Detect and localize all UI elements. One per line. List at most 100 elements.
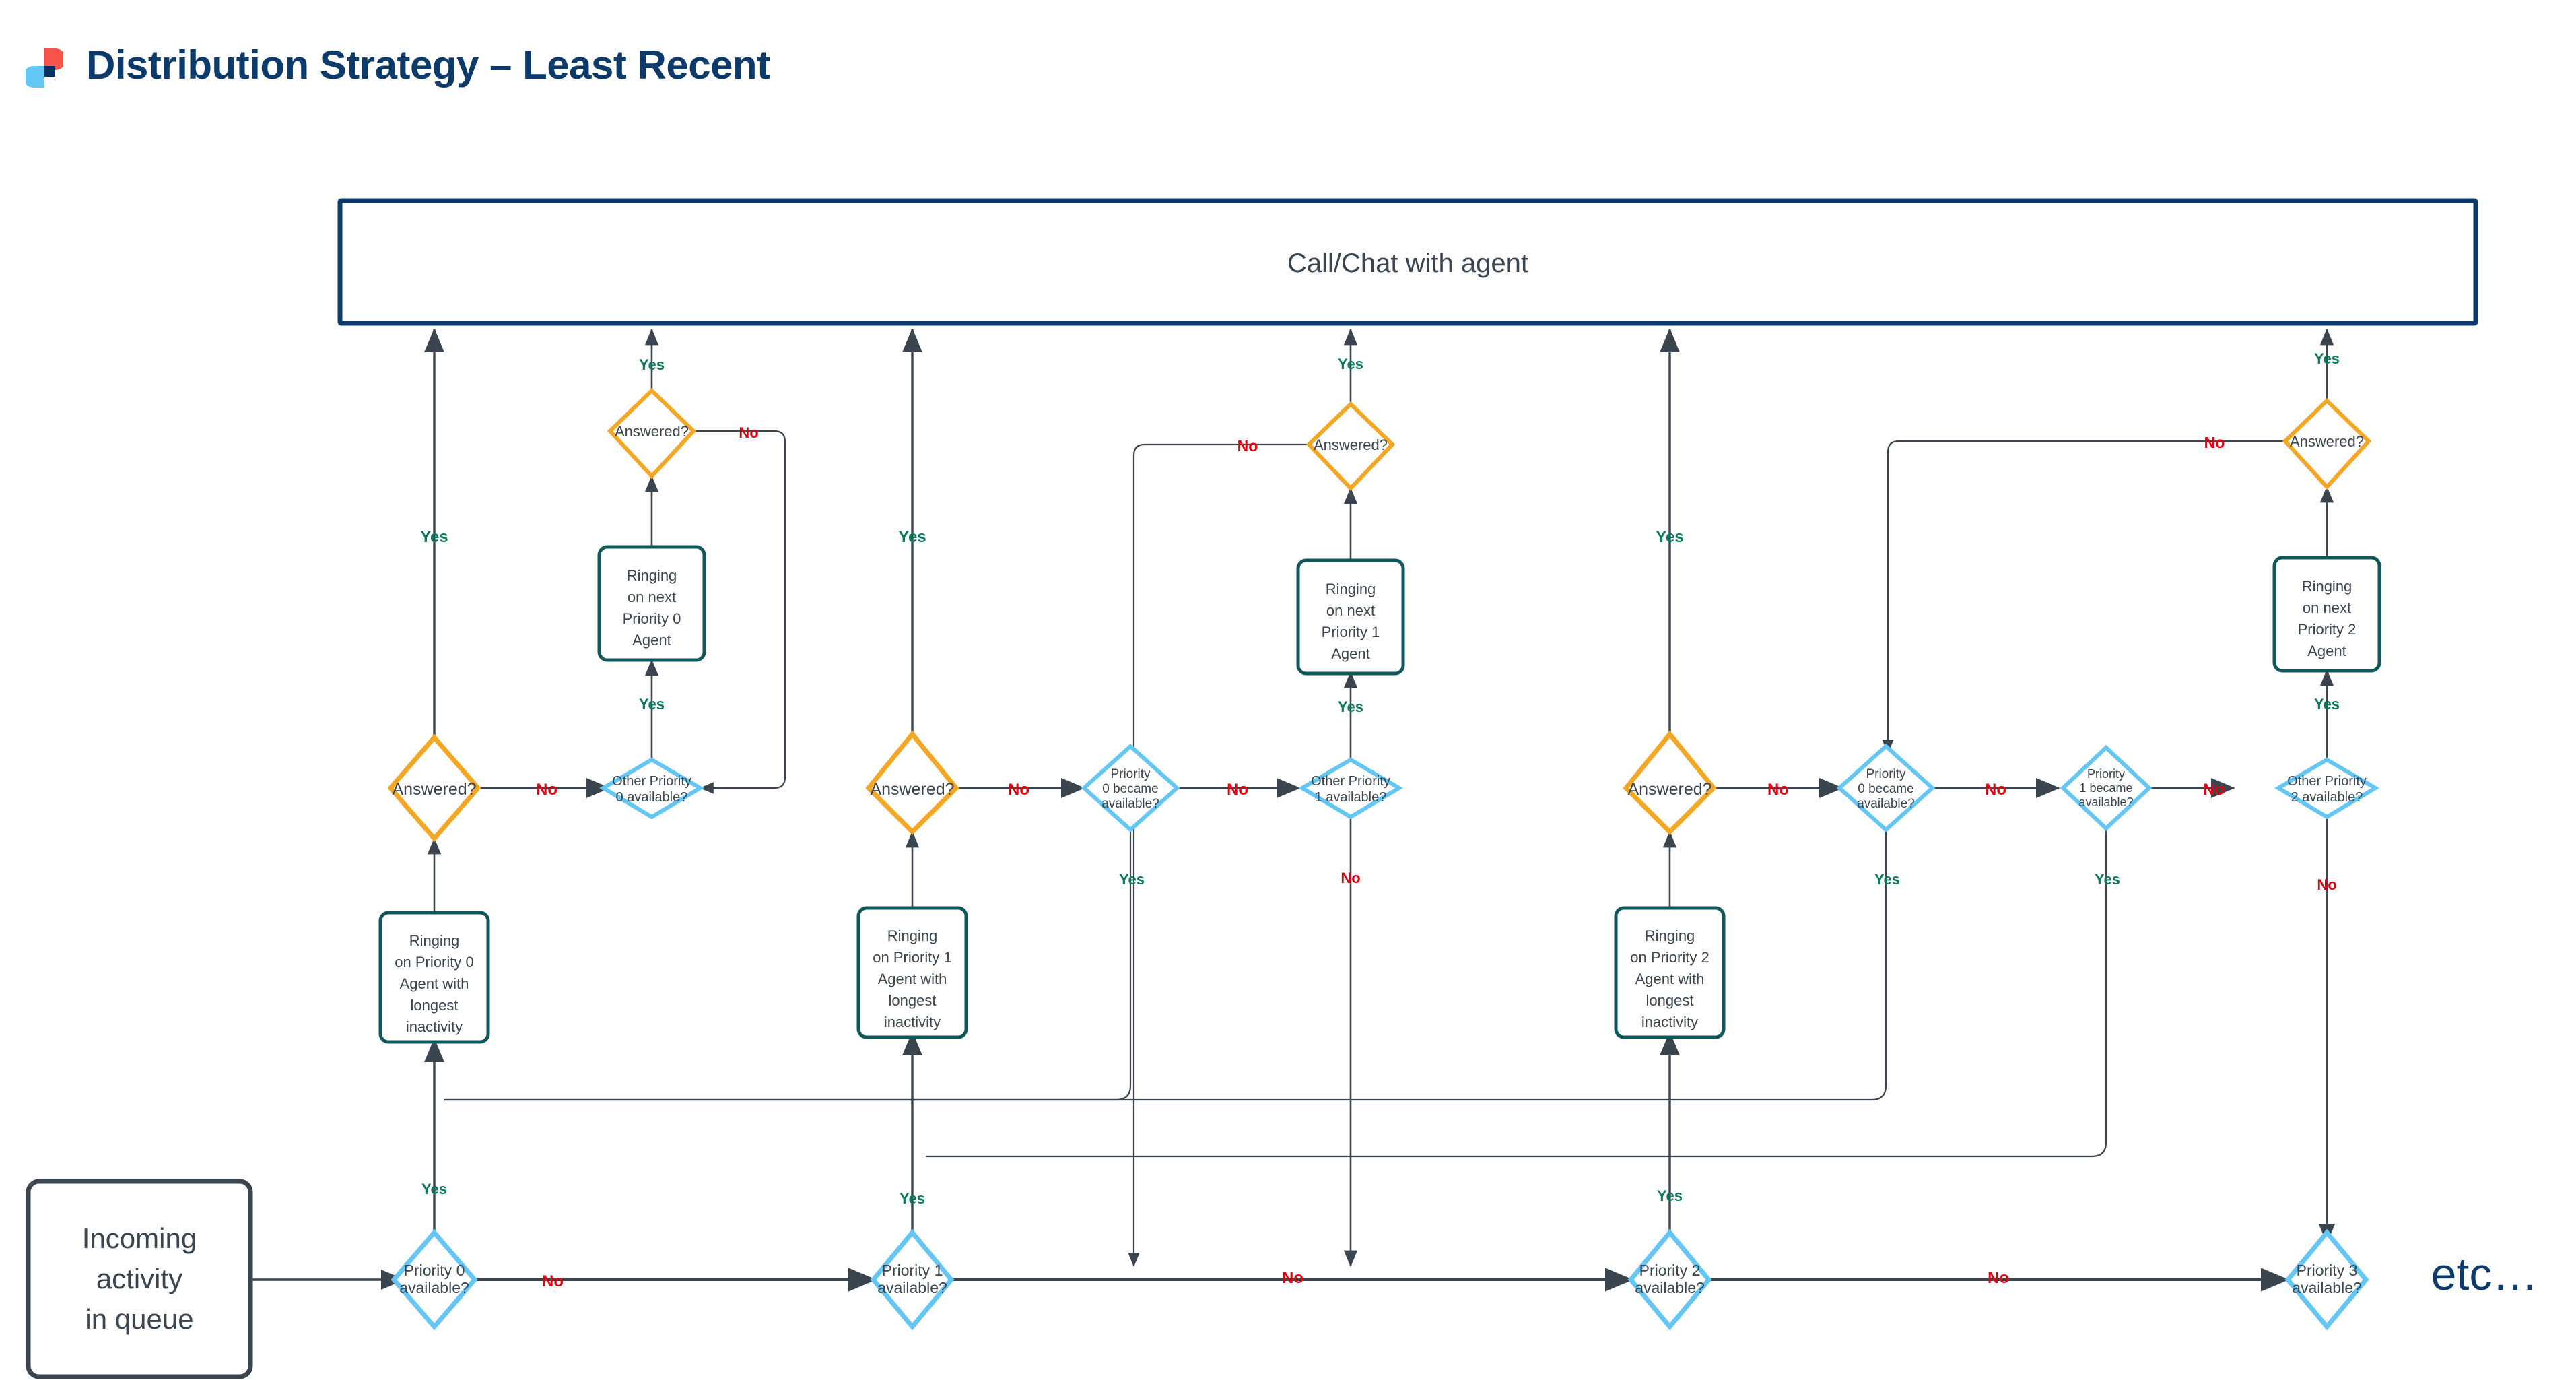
node-label-line-1: Other Priority (1311, 774, 1390, 789)
node-label-line-3: Agent with (1635, 971, 1705, 987)
node-label-line-1: Ringing (1645, 927, 1695, 944)
node-ringing-priority-2-longest-inactivity[interactable]: Ringing on Priority 2 Agent with longest… (1614, 906, 1726, 1039)
node-label-line-4: Agent (1331, 645, 1370, 662)
node-priority-0-available[interactable]: Priority 0 available? (391, 1228, 478, 1331)
edge-labels-layer: Yes Yes No Yes Yes No No Yes Yes No No Y… (420, 350, 2340, 1290)
node-label-line-2: on next (2303, 599, 2351, 616)
node-other-priority-0-available[interactable]: Other Priority 0 available? (599, 757, 704, 820)
node-priority-0-became-available-g1[interactable]: Priority 0 became available? (1081, 743, 1180, 833)
edge-label-no: No (1227, 781, 1248, 799)
node-priority-1-became-available-g2[interactable]: Priority 1 became available? (2060, 744, 2153, 832)
node-label-line-5: inactivity (406, 1018, 463, 1035)
node-label-line-2: 1 available? (1315, 790, 1387, 805)
node-answered-next-1[interactable]: Answered? (1306, 401, 1396, 492)
start-line-1: Incoming (82, 1222, 197, 1254)
node-other-priority-2-available[interactable]: Other Priority 2 available? (2274, 757, 2379, 820)
edge-label-yes: Yes (1119, 871, 1145, 888)
edge-label-yes: Yes (1656, 528, 1683, 546)
node-label-line-1: Ringing (887, 927, 938, 944)
edge-label-yes: Yes (421, 1181, 447, 1197)
node-label-line-2: 0 became (1102, 782, 1158, 796)
edge-label-yes: Yes (1874, 871, 1900, 888)
node-label: Call/Chat with agent (1287, 249, 1528, 278)
node-answered-1[interactable]: Answered? (865, 730, 959, 835)
page-header: Distribution Strategy – Least Recent (0, 0, 2576, 155)
node-ringing-next-priority-1-agent[interactable]: Ringing on next Priority 1 Agent (1296, 558, 1405, 676)
edge-label-no: No (1282, 1269, 1303, 1287)
node-label-line-4: Agent (2307, 643, 2346, 659)
node-label-line-4: Agent (632, 632, 671, 649)
node-ringing-priority-1-longest-inactivity[interactable]: Ringing on Priority 1 Agent with longest… (856, 906, 968, 1039)
edge-label-no: No (1341, 869, 1360, 886)
node-call-chat-with-agent[interactable]: Call/Chat with agent (337, 198, 2478, 326)
edge-label-no: No (536, 781, 557, 799)
node-label: Answered? (1314, 436, 1388, 453)
node-answered-0[interactable]: Answered? (387, 733, 481, 843)
edge-became0b-yes-down-to-p1spine (444, 808, 1887, 1101)
edge-label-yes: Yes (1657, 1187, 1683, 1204)
node-label-line-1: Other Priority (612, 774, 691, 789)
node-label-line-2: on Priority 2 (1630, 949, 1709, 966)
node-label-line-1: Priority 2 (1639, 1261, 1701, 1279)
node-label-line-3: available? (2078, 795, 2133, 809)
node-label-line-3: Priority 1 (1322, 624, 1380, 640)
edge-label-yes: Yes (639, 356, 665, 373)
node-label-line-1: Priority (1110, 767, 1151, 781)
node-priority-2-available[interactable]: Priority 2 available? (1627, 1228, 1712, 1331)
edge-answerednext1-no-loop-to-p1-spine (1128, 443, 1314, 1268)
node-label-line-2: on Priority 0 (395, 954, 473, 971)
edge-became0-yes-down-to-p0spine (444, 808, 1132, 1101)
node-ringing-priority-0-longest-inactivity[interactable]: Ringing on Priority 0 Agent with longest… (378, 911, 490, 1044)
node-label-line-1: Priority 1 (882, 1261, 943, 1279)
node-ringing-next-priority-2-agent[interactable]: Ringing on next Priority 2 Agent (2272, 556, 2381, 673)
node-answered-next-2[interactable]: Answered? (2282, 397, 2372, 490)
edge-answerednext0-no-loop-to-other0 (689, 430, 786, 794)
node-label: Answered? (870, 780, 954, 799)
node-label-line-1: Priority 0 (404, 1261, 465, 1279)
node-label-line-2: available? (1635, 1279, 1705, 1296)
node-ringing-next-priority-0-agent[interactable]: Ringing on next Priority 0 Agent (597, 545, 706, 662)
edge-answerednext2-no-loop-to-became0b (1882, 440, 2289, 754)
page-title: Distribution Strategy – Least Recent (86, 42, 770, 88)
edge-label-yes: Yes (1338, 356, 1363, 372)
edge-label-yes: Yes (2314, 350, 2340, 367)
node-label: Answered? (392, 780, 476, 799)
node-label-line-4: longest (1646, 992, 1694, 1009)
node-label-line-5: inactivity (884, 1014, 941, 1030)
edge-label-yes: Yes (900, 1190, 925, 1207)
brand-logo-icon (26, 48, 63, 88)
edge-label-no: No (1985, 781, 2006, 799)
edge-label-no: No (2203, 781, 2225, 799)
node-label-line-1: Other Priority (2287, 774, 2367, 789)
node-answered-next-0[interactable]: Answered? (607, 387, 697, 480)
node-label-line-2: on next (628, 589, 676, 605)
node-label-line-1: Priority 3 (2297, 1261, 2358, 1279)
node-label-line-2: available? (399, 1279, 469, 1296)
edge-label-yes: Yes (420, 528, 448, 546)
node-label: Answered? (615, 423, 689, 440)
node-priority-0-became-available-g2[interactable]: Priority 0 became available? (1836, 743, 1936, 833)
node-label-line-2: available? (877, 1279, 947, 1296)
node-label-line-2: 2 available? (2291, 790, 2363, 805)
edges-layer (252, 328, 2336, 1292)
node-label-line-3: Priority 2 (2298, 621, 2357, 638)
etc-label: etc… (2431, 1249, 2538, 1300)
node-answered-2[interactable]: Answered? (1623, 730, 1717, 835)
node-label-line-2: on Priority 1 (873, 949, 951, 966)
edge-label-yes: Yes (1338, 698, 1363, 715)
node-label-line-2: available? (2292, 1279, 2362, 1296)
node-label-line-1: Ringing (2302, 578, 2352, 595)
node-label-line-2: on next (1326, 602, 1375, 619)
node-label-line-2: 1 became (2079, 781, 2132, 795)
edge-label-yes: Yes (898, 528, 926, 546)
node-priority-3-available[interactable]: Priority 3 available? (2284, 1228, 2369, 1331)
node-priority-1-available[interactable]: Priority 1 available? (870, 1228, 955, 1331)
node-other-priority-1-available[interactable]: Other Priority 1 available? (1298, 757, 1403, 820)
node-incoming-activity-in-queue[interactable]: Incoming activity in queue (26, 1179, 253, 1379)
edge-label-no: No (1238, 437, 1258, 455)
node-label-line-3: Priority 0 (623, 610, 681, 627)
edge-label-no: No (739, 424, 758, 441)
edge-label-no: No (2317, 876, 2336, 893)
edge-became1b-yes-down-to-row2 (926, 808, 2107, 1158)
node-label: Answered? (2290, 433, 2364, 450)
